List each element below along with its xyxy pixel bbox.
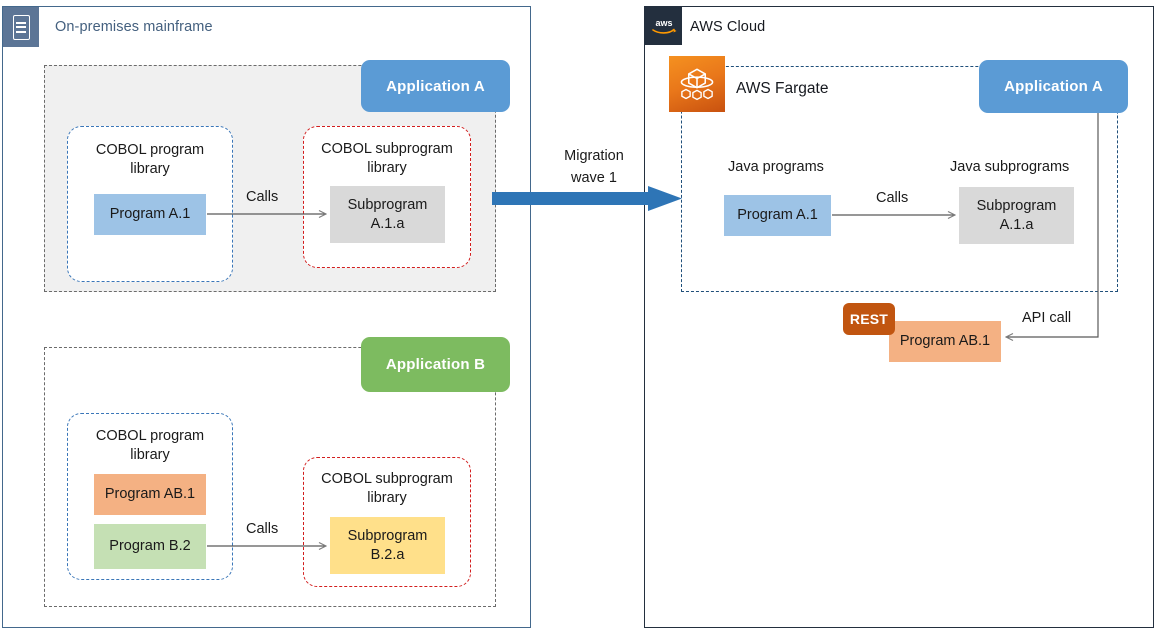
aws-subprogram-a1a-label: Subprogram A.1.a [976,197,1057,233]
application-a-badge-label: Application A [386,77,485,95]
library-title-line1: COBOL program [95,428,205,444]
rest-badge-label: REST [849,311,889,327]
aws-application-a-badge-label: Application A [1004,78,1103,95]
subprogram-b2a-box[interactable]: Subprogram B.2.a [330,517,445,574]
program-ab1-box[interactable]: Program AB.1 [94,474,206,515]
application-a-badge[interactable]: Application A [361,60,510,112]
library-title-line2: library [130,161,170,177]
library-title-line1: COBOL program [95,142,205,158]
calls-edge-label-b: Calls [246,521,279,537]
aws-logo-icon: aws [645,7,682,45]
library-title-line1: COBOL subprogram [321,141,453,157]
migration-wave-label: Migration wave 1 [564,148,624,186]
aws-program-a1-box[interactable]: Program A.1 [724,195,831,236]
application-b-badge-label: Application B [385,356,486,373]
application-b-badge[interactable]: Application B [361,337,510,392]
program-a1-box[interactable]: Program A.1 [94,194,206,235]
calls-edge-label-aws: Calls [876,190,909,206]
library-title-line2: library [130,447,170,463]
aws-subprogram-a1a-box[interactable]: Subprogram A.1.a [959,187,1074,244]
program-ab1-label: Program AB.1 [104,486,196,502]
library-title-line2: library [367,160,407,176]
calls-edge-label-a: Calls [246,189,279,205]
svg-text:aws: aws [655,18,672,28]
program-a1-label: Program A.1 [109,206,191,222]
subprogram-a1a-box[interactable]: Subprogram A.1.a [330,186,445,243]
aws-program-ab1-box[interactable]: Program AB.1 [889,321,1001,362]
library-title-line1: COBOL subprogram [321,471,453,487]
aws-program-a1-label: Program A.1 [737,207,818,223]
java-programs-label: Java programs [728,159,824,175]
aws-program-ab1-label: Program AB.1 [899,333,991,349]
aws-fargate-label: AWS Fargate [736,80,829,97]
program-b2-label: Program B.2 [109,538,191,554]
aws-cloud-title: AWS Cloud [690,19,766,35]
java-subprograms-label: Java subprograms [950,159,1070,175]
library-title-line2: library [367,490,407,506]
subprogram-a1a-label: Subprogram A.1.a [347,196,428,232]
program-b2-box[interactable]: Program B.2 [94,524,206,569]
on-premises-title: On-premises mainframe [55,19,213,35]
mainframe-server-icon [3,7,39,47]
aws-application-a-badge[interactable]: Application A [979,60,1128,113]
subprogram-b2a-label: Subprogram B.2.a [347,527,428,563]
aws-fargate-icon [669,56,725,112]
rest-badge[interactable]: REST [843,303,895,335]
api-call-edge-label: API call [1022,310,1072,326]
